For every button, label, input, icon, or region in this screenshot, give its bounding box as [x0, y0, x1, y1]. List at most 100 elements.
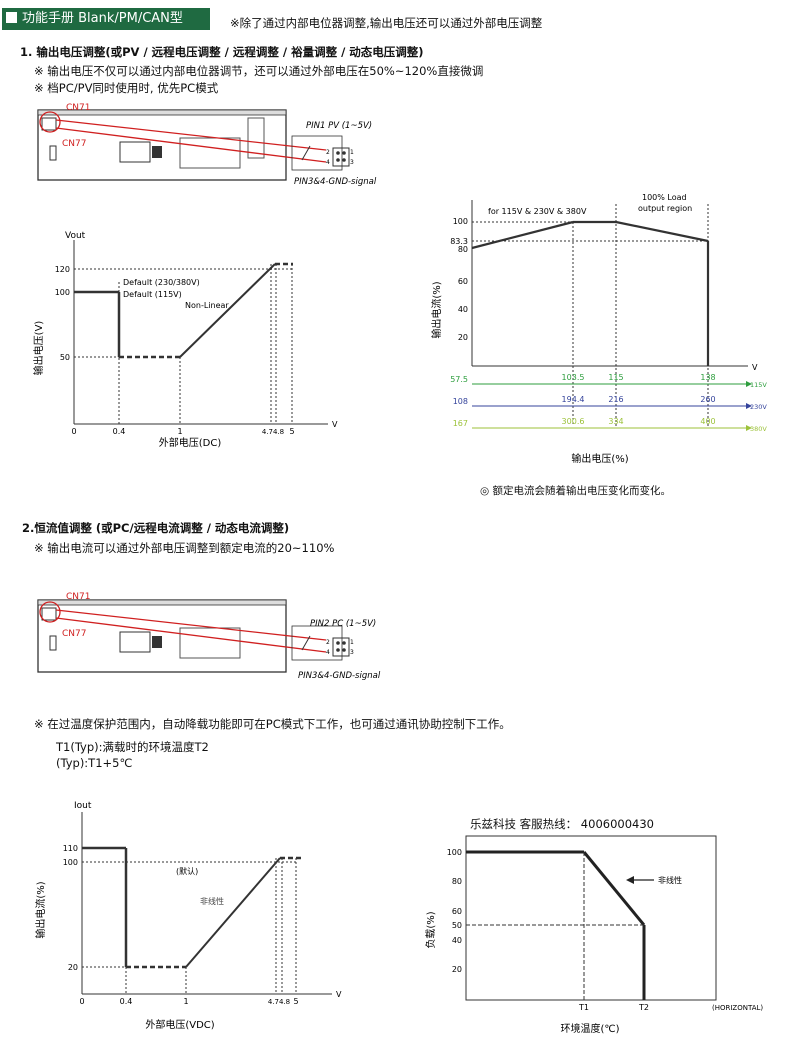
s3-t2: (Typ):T1+5℃ — [56, 756, 133, 770]
y-tick-100: 100 — [63, 858, 78, 867]
ann-default-hi: Default (230/380V) — [123, 278, 200, 287]
pin-gnd-label: PIN3&4-GND-signal — [298, 671, 381, 681]
y-tick-120: 120 — [55, 265, 70, 274]
pin-2: 2 — [326, 149, 330, 156]
header-note: ※除了通过内部电位器调整,输出电压还可以通过外部电压调整 — [230, 16, 543, 30]
x-axis-label: 外部电压(DC) — [159, 436, 222, 449]
y-tick-60: 60 — [458, 277, 468, 286]
derate-footnote: ◎ 额定电流会随着输出电压变化而变化。 — [480, 485, 671, 497]
y-axis-label: 输出电流(%) — [430, 281, 443, 338]
ann-default: (默认) — [176, 866, 198, 876]
derate-row-value: 260 — [700, 395, 715, 404]
section-tag: 功能手册 Blank/PM/CAN型 — [2, 8, 210, 30]
pin-2: 2 — [326, 639, 330, 646]
pin-3: 3 — [350, 649, 354, 656]
x-axis-label: 外部电压(VDC) — [145, 1018, 214, 1031]
x-tick-0-4: 0.4 — [120, 997, 133, 1006]
s1-note1: ※ 输出电压不仅可以通过内部电位器调节，还可以通过外部电压在50%~120%直接… — [34, 64, 484, 78]
x-tick-4-7-4-8: 4.74.8 — [262, 428, 284, 436]
y-tick-80: 80 — [458, 245, 468, 254]
x-unit: (HORIZONTAL) — [712, 1004, 763, 1012]
ann-region-1: 100% Load — [642, 193, 687, 202]
y-tick-20: 20 — [452, 965, 462, 974]
x-tick-5: 5 — [293, 997, 298, 1006]
derate-row-value: 300.6 — [562, 417, 585, 426]
s1-note2: ※ 档PC/PV同时使用时, 优先PC模式 — [34, 81, 219, 95]
y-axis-label: 负载(%) — [424, 911, 437, 948]
s2-title: 2.恒流值调整 (或PC/远程电流调整 / 动态电流调整) — [22, 521, 290, 535]
y-tick-100: 100 — [447, 848, 462, 857]
chart-derate: 输出电流(%) V 100 83.3 80 60 40 20 for 115V … — [430, 193, 767, 465]
pin-label: PIN1 PV (1~5V) — [306, 121, 372, 131]
ann-region-2: output region — [638, 204, 692, 213]
cn77-label: CN77 — [62, 629, 86, 639]
derate-row-start: 167 — [453, 419, 468, 428]
x-tick-5: 5 — [289, 427, 294, 436]
y-tick-50: 50 — [452, 921, 462, 930]
derate-row-value: 216 — [608, 395, 623, 404]
y-tick-40: 40 — [452, 936, 462, 945]
s1-title: 1. 输出电压调整(或PV / 远程电压调整 / 远程调整 / 裕量调整 / 动… — [20, 45, 424, 59]
arrow-icon — [746, 425, 752, 431]
x-tick-t1: T1 — [578, 1003, 589, 1012]
pin-1: 1 — [350, 149, 354, 156]
x-tick-1: 1 — [183, 997, 188, 1006]
pin-3: 3 — [350, 159, 354, 166]
ann-nonlinear: 非线性 — [200, 896, 224, 906]
derate-row-start: 57.5 — [450, 375, 468, 384]
derate-row-value: 400 — [700, 417, 715, 426]
derate-row-tag: 115V — [750, 381, 767, 389]
derate-row-tag: 230V — [750, 403, 767, 411]
derate-row-value: 334 — [608, 417, 623, 426]
s3-note: ※ 在过温度保护范围内，自动降载功能即可在PC模式下工作，也可通过通讯协助控制下… — [34, 717, 511, 731]
derate-row-start: 108 — [453, 397, 468, 406]
ann-default-lo: Default (115V) — [123, 290, 182, 299]
x-tick-0: 0 — [71, 427, 76, 436]
x-unit: V — [752, 363, 758, 372]
x-unit: V — [336, 990, 342, 999]
y-tick-20: 20 — [68, 963, 78, 972]
hotline: 乐兹科技 客服热线： 4006000430 — [470, 817, 654, 831]
chart-iout: Iout 输出电流(%) V 110 100 20 0 0.4 1 4.74.8… — [34, 801, 342, 1031]
y-tick-40: 40 — [458, 305, 468, 314]
derate-row-value: 115 — [608, 373, 623, 382]
y-tick-100: 100 — [55, 288, 70, 297]
square-icon — [6, 12, 17, 23]
x-tick-0-4: 0.4 — [113, 427, 126, 436]
arrow-icon — [746, 381, 752, 387]
derate-row-tag: 380V — [750, 425, 767, 433]
chart-vout: Vout 输出电压(V) V 120 100 50 0 0.4 1 4.74.8… — [32, 231, 338, 449]
cn77-label: CN77 — [62, 139, 86, 149]
x-unit: V — [332, 420, 338, 429]
x-axis-label: 输出电压(%) — [571, 452, 628, 465]
y-tick-80: 80 — [452, 877, 462, 886]
ann-nonlinear: 非线性 — [658, 875, 682, 885]
derate-row-value: 194.4 — [562, 395, 585, 404]
tag-text: 功能手册 Blank/PM/CAN型 — [22, 11, 183, 26]
y-tick-100: 100 — [453, 217, 468, 226]
y-tick-110: 110 — [63, 844, 78, 853]
ann-nonlinear: Non-Linear — [185, 301, 229, 310]
cn71-label: CN71 — [66, 103, 90, 113]
y-axis-label: 输出电压(V) — [32, 321, 45, 376]
pin-1: 1 — [350, 639, 354, 646]
pin-label: PIN2 PC (1~5V) — [310, 619, 376, 629]
x-tick-4-7-4-8: 4.74.8 — [268, 998, 290, 1006]
y-tick-20: 20 — [458, 333, 468, 342]
y-axis-label: 输出电流(%) — [34, 881, 47, 938]
y-axis-top-label: Vout — [65, 231, 86, 241]
board-diagram-pc: CN71 CN77 PIN2 PC (1~5V) 2 1 4 3 PIN3&4-… — [37, 592, 381, 681]
pin-4: 4 — [326, 649, 330, 656]
x-tick-0: 0 — [79, 997, 84, 1006]
x-axis-label: 环境温度(℃) — [560, 1022, 619, 1035]
chart-temp: 负载(%) 非线性 100 80 60 50 40 20 T1 T2 (HORI… — [424, 835, 763, 1035]
arrow-icon — [746, 403, 752, 409]
pin-gnd-label: PIN3&4-GND-signal — [294, 177, 377, 187]
x-tick-1: 1 — [177, 427, 182, 436]
s3-t1: T1(Typ):满载时的环境温度T2 — [56, 740, 209, 754]
board-diagram-pv: CN71 CN77 PIN1 PV (1~5V) 2 1 4 3 PIN3&4-… — [37, 103, 377, 187]
derate-row-value: 103.5 — [562, 373, 585, 382]
y-tick-60: 60 — [452, 907, 462, 916]
s2-note: ※ 输出电流可以通过外部电压调整到额定电流的20~110% — [34, 541, 335, 555]
